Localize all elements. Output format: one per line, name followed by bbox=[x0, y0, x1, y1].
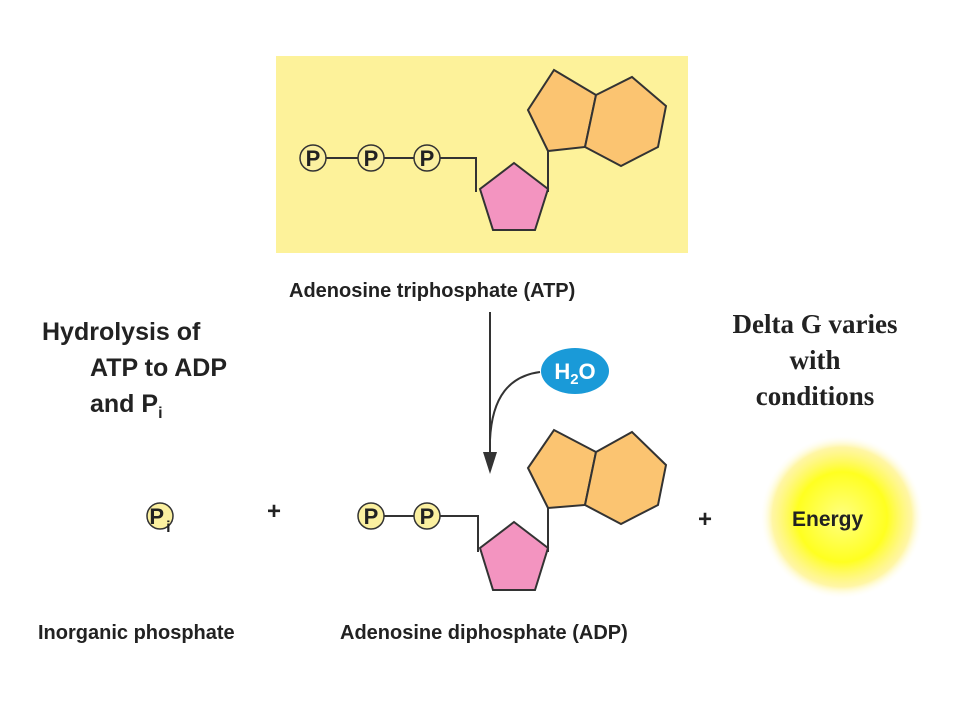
adp-phosphate-1-label: P bbox=[364, 504, 379, 529]
plus-sign-1: + bbox=[267, 498, 282, 525]
atp-label: Adenosine triphosphate (ATP) bbox=[289, 280, 576, 302]
water-curve-arrow bbox=[489, 371, 541, 441]
adp-ribose-pentagon bbox=[478, 520, 550, 591]
water-label: H2O bbox=[554, 359, 595, 388]
adp-molecule: P P bbox=[357, 428, 668, 591]
plus-sign-2: + bbox=[698, 506, 713, 533]
title-line-2: ATP to ADP bbox=[90, 354, 228, 382]
note-line-1: Delta G varies bbox=[732, 309, 898, 339]
title-line-3: and Pi bbox=[90, 390, 163, 422]
water-badge bbox=[541, 348, 609, 394]
reaction-arrow-head bbox=[483, 452, 497, 474]
adp-label: Adenosine diphosphate (ADP) bbox=[340, 622, 628, 644]
inorganic-phosphate-caption: Inorganic phosphate bbox=[38, 622, 235, 644]
inorganic-phosphate bbox=[146, 502, 174, 530]
atp-phosphate-3 bbox=[413, 144, 441, 172]
atp-phosphate-1 bbox=[299, 144, 327, 172]
atp-base-large-ring bbox=[583, 75, 668, 168]
delta-g-note: Delta G varies with conditions bbox=[700, 306, 930, 414]
atp-molecule: P P P bbox=[299, 68, 668, 231]
energy-glow bbox=[760, 435, 924, 599]
adp-phosphate-1 bbox=[357, 502, 385, 530]
note-line-2: with bbox=[789, 345, 841, 375]
note-line-3: conditions bbox=[755, 381, 875, 411]
adp-phosphate-2-label: P bbox=[420, 504, 435, 529]
title-line-1: Hydrolysis of bbox=[42, 318, 201, 346]
adp-phosphate-2 bbox=[413, 502, 441, 530]
energy-label: Energy bbox=[792, 508, 864, 531]
adp-base-large-ring bbox=[583, 430, 668, 526]
atp-phosphate-3-label: P bbox=[420, 146, 435, 171]
atp-ribose-pentagon bbox=[478, 161, 550, 231]
atp-phosphate-2-label: P bbox=[364, 146, 379, 171]
atp-phosphate-1-label: P bbox=[306, 146, 321, 171]
atp-phosphate-2 bbox=[357, 144, 385, 172]
